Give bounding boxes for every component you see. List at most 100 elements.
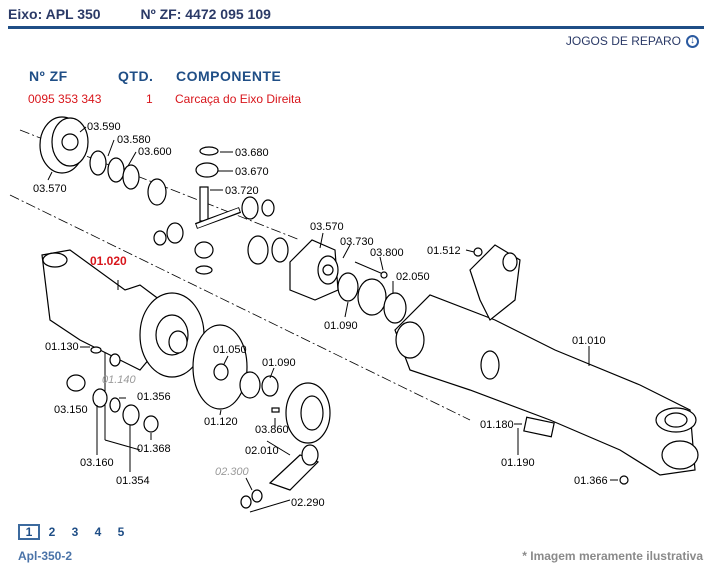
callout-label[interactable]: 01.356	[137, 391, 171, 403]
nut-part	[251, 489, 263, 503]
row-zf-number: 0095 353 343	[28, 92, 102, 106]
figure-code: Apl-350-2	[18, 549, 73, 563]
callout-label[interactable]: 01.090	[262, 357, 296, 369]
bolt-part	[354, 261, 384, 275]
side-gear-part	[247, 235, 269, 265]
page-3-button[interactable]: 3	[71, 525, 79, 539]
zf-number-label: Nº ZF: 4472 095 109	[140, 6, 271, 22]
row-qty: 1	[146, 92, 153, 106]
thrust-washer-part	[153, 230, 167, 246]
bearing-cup-part	[239, 371, 261, 399]
washer-part	[89, 150, 107, 176]
differential-case-part	[39, 116, 89, 174]
callout-label[interactable]: 03.860	[255, 424, 289, 436]
axle-label: Eixo: APL 350	[8, 6, 101, 22]
callout-label[interactable]: 01.010	[572, 335, 606, 347]
washer-part	[271, 237, 289, 263]
callout-label[interactable]: 01.366	[574, 475, 608, 487]
differential-case-half-part	[289, 239, 339, 301]
callout-label[interactable]: 03.800	[370, 247, 404, 259]
callout-labels: 03.590 03.580 03.600 03.570 03.680 03.67…	[33, 121, 608, 509]
nut-part	[380, 271, 388, 279]
page-4-button[interactable]: 4	[94, 525, 102, 539]
pagination: 1 2 3 4 5	[18, 524, 133, 540]
callout-label[interactable]: 03.580	[117, 134, 151, 146]
pinion-gear-part	[241, 196, 259, 220]
bushing-part	[66, 374, 86, 392]
callout-label[interactable]: 01.180	[480, 419, 514, 431]
side-gear-part	[147, 178, 167, 206]
pinion-gear-part	[195, 162, 219, 178]
callout-label[interactable]: 02.300	[215, 466, 250, 478]
page-1-button[interactable]: 1	[18, 524, 40, 540]
page-5-button[interactable]: 5	[117, 525, 125, 539]
bearing-cup-part	[357, 278, 387, 316]
callout-label[interactable]: 03.150	[54, 404, 88, 416]
callout-label[interactable]: 03.730	[340, 236, 374, 248]
cross-pin-part	[199, 186, 209, 222]
callout-label[interactable]: 03.680	[235, 147, 269, 159]
page-2-button[interactable]: 2	[48, 525, 56, 539]
bracket-line	[104, 439, 141, 451]
bearing-cone-part	[337, 272, 359, 302]
thrust-washer-part	[199, 146, 219, 156]
callout-label[interactable]: 02.290	[291, 497, 325, 509]
repair-kits-link[interactable]: JOGOS DE REPARO ↓	[566, 34, 699, 48]
callout-label[interactable]: 02.010	[245, 445, 279, 457]
download-circle-icon: ↓	[686, 34, 699, 48]
exploded-view-diagram: 03.590 03.580 03.600 03.570 03.680 03.67…	[0, 108, 713, 520]
nameplate-part	[523, 416, 555, 438]
callout-label[interactable]: 03.570	[33, 183, 67, 195]
column-header-qty: QTD.	[118, 68, 154, 84]
thrust-washer-part	[195, 265, 213, 275]
callout-label[interactable]: 03.720	[225, 185, 259, 197]
cross-shaft-fill	[196, 208, 240, 228]
callout-label[interactable]: 01.130	[45, 341, 79, 353]
leader-lines	[47, 126, 618, 513]
seal-part	[143, 415, 159, 433]
washer-part	[107, 157, 125, 183]
washer-part	[109, 353, 121, 367]
washer-part	[240, 495, 252, 509]
callout-label[interactable]: 01.190	[501, 457, 535, 469]
callout-label[interactable]: 01.368	[137, 443, 171, 455]
callout-label[interactable]: 01.140	[102, 374, 137, 386]
page-header: Eixo: APL 350 Nº ZF: 4472 095 109	[8, 6, 271, 22]
callout-label[interactable]: 02.050	[396, 271, 430, 283]
ring-gear-bore	[300, 395, 324, 431]
axle-housing-right-part	[394, 244, 699, 476]
bearing-part	[122, 404, 140, 426]
breather-plug-part	[473, 247, 483, 257]
callout-label[interactable]: 03.160	[80, 457, 114, 469]
callout-label[interactable]: 01.512	[427, 245, 461, 257]
pinion-gear-part	[194, 241, 214, 259]
washer-part	[122, 164, 140, 190]
header-divider	[8, 26, 704, 29]
bolt-part	[90, 346, 102, 354]
bearing-cone-part	[261, 375, 279, 397]
plug-part	[619, 475, 629, 485]
callout-label[interactable]: 01.354	[116, 475, 150, 487]
spacer-part	[271, 407, 280, 413]
axis-line	[9, 194, 471, 421]
callout-label[interactable]: 03.670	[235, 166, 269, 178]
column-header-component: COMPONENTE	[176, 68, 282, 84]
callout-label[interactable]: 03.600	[138, 146, 172, 158]
repair-kits-label: JOGOS DE REPARO	[565, 34, 681, 48]
snap-ring-part	[383, 292, 407, 324]
row-component: Carcaça do Eixo Direita	[175, 92, 302, 106]
callout-label[interactable]: 03.570	[310, 221, 344, 233]
callout-label[interactable]: 03.590	[87, 121, 121, 133]
column-header-zf-number: Nº ZF	[29, 68, 68, 84]
shaft-seal-part	[213, 363, 229, 381]
axle-housing-left-part	[41, 249, 205, 378]
callout-label[interactable]: 01.120	[204, 416, 238, 428]
seal-part	[92, 388, 108, 408]
pinion-head-part	[301, 444, 319, 466]
callout-label[interactable]: 01.090	[324, 320, 358, 332]
ring-part	[109, 397, 121, 413]
illustrative-footnote: * Imagem meramente ilustrativa	[522, 549, 703, 563]
highlighted-callout-label[interactable]: 01.020	[90, 254, 127, 268]
callout-label[interactable]: 01.050	[213, 344, 247, 356]
diagram-canvas: 03.590 03.580 03.600 03.570 03.680 03.67…	[9, 116, 699, 513]
